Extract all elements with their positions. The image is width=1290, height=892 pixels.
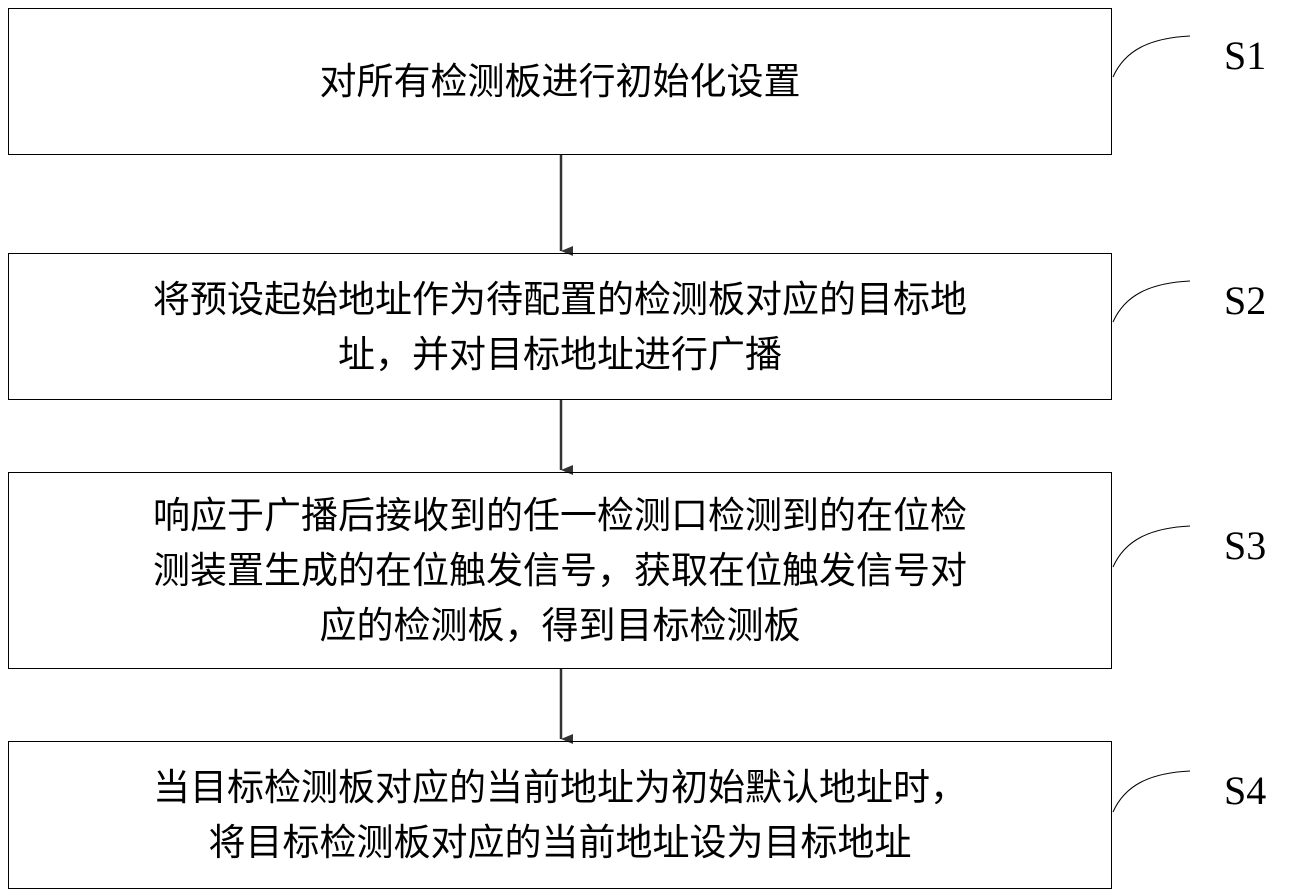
step-text: 应的检测板，得到目标检测板 <box>320 598 801 653</box>
leader-s2 <box>1113 281 1190 322</box>
step-box-s4: 当目标检测板对应的当前地址为初始默认地址时， 将目标检测板对应的当前地址设为目标… <box>8 741 1112 889</box>
step-text: 将预设起始地址作为待配置的检测板对应的目标地 <box>153 272 967 327</box>
step-label-s3: S3 <box>1224 522 1266 569</box>
step-label-s1: S1 <box>1224 32 1266 79</box>
step-text: 将目标检测板对应的当前地址设为目标地址 <box>209 815 912 870</box>
step-label-s2: S2 <box>1224 277 1266 324</box>
step-text: 对所有检测板进行初始化设置 <box>320 54 801 109</box>
step-text: 当目标检测板对应的当前地址为初始默认地址时， <box>153 760 967 815</box>
step-label-s4: S4 <box>1224 767 1266 814</box>
leader-s3 <box>1113 526 1190 567</box>
step-box-s1: 对所有检测板进行初始化设置 <box>8 8 1112 155</box>
step-box-s2: 将预设起始地址作为待配置的检测板对应的目标地 址，并对目标地址进行广播 <box>8 253 1112 400</box>
leader-s4 <box>1113 771 1190 812</box>
leader-s1 <box>1113 36 1190 77</box>
step-box-s3: 响应于广播后接收到的任一检测口检测到的在位检 测装置生成的在位触发信号，获取在位… <box>8 472 1112 669</box>
step-text: 响应于广播后接收到的任一检测口检测到的在位检 <box>153 488 967 543</box>
step-text: 址，并对目标地址进行广播 <box>338 327 782 382</box>
step-text: 测装置生成的在位触发信号，获取在位触发信号对 <box>153 543 967 598</box>
